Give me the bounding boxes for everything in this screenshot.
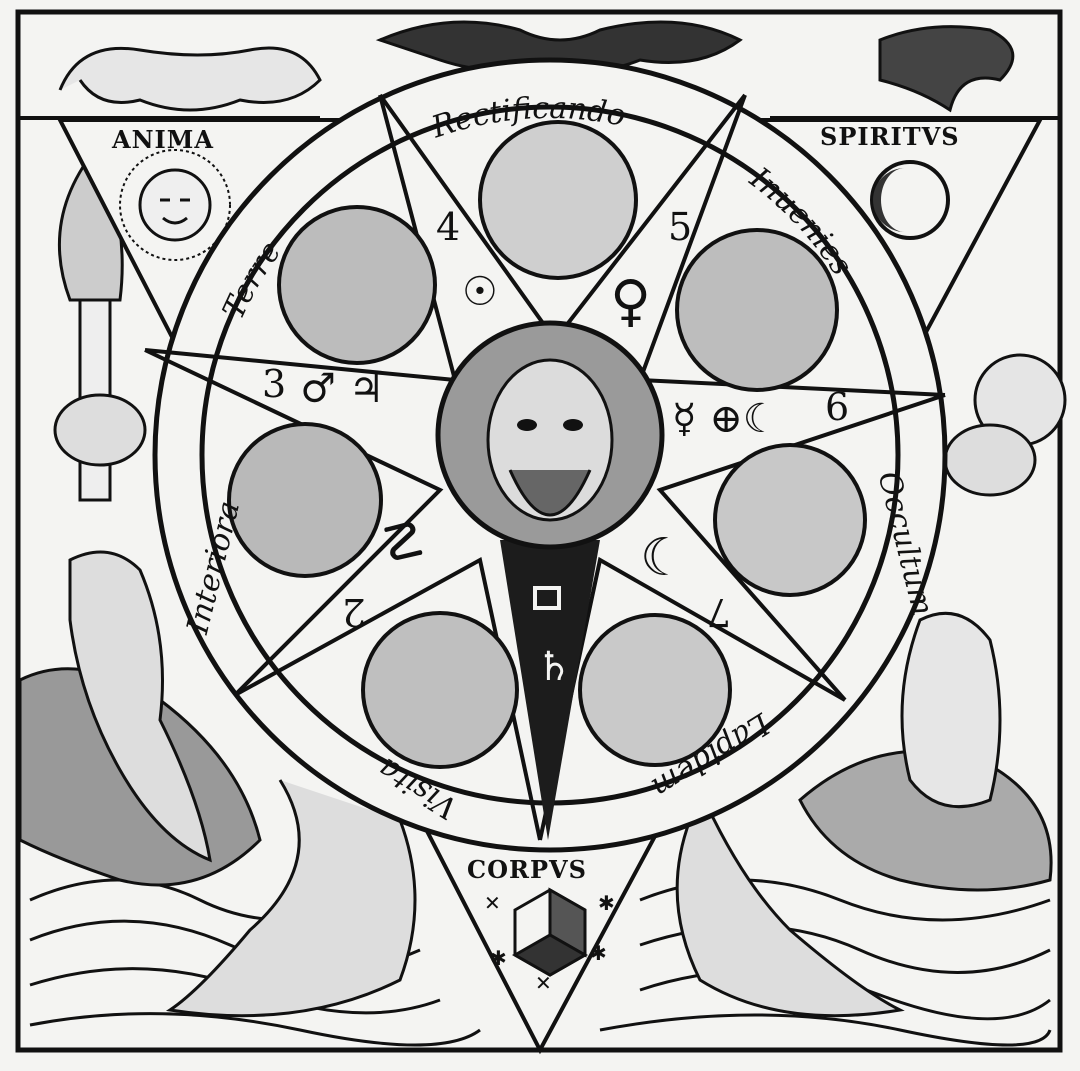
central-head: ♄	[435, 320, 665, 840]
number-4: 4	[436, 205, 460, 249]
sun-symbol-icon: ☉	[462, 269, 498, 315]
salamander	[58, 46, 322, 112]
moon-crescent-icon: ☾	[640, 528, 687, 588]
mercury-symbol-icon: ☿ ⊕☾	[672, 396, 779, 442]
queen-figure	[900, 611, 1002, 809]
torch-hand	[53, 393, 147, 467]
anima-label: ANIMA	[111, 125, 214, 154]
medallion-upper-left	[277, 205, 437, 365]
venus-symbol-icon: ♀	[610, 269, 651, 334]
number-3: 3	[262, 362, 286, 406]
spiritus-label: SPIRITVS	[820, 122, 960, 151]
medallion-right	[713, 443, 867, 597]
king-figure	[68, 550, 212, 863]
svg-text:✱: ✱	[490, 946, 507, 970]
mars-jupiter-icon: ♂ ♃	[300, 366, 384, 412]
bellows-hand	[943, 423, 1037, 497]
medallion-lower-left	[361, 611, 519, 769]
medallion-upper-right	[675, 228, 839, 392]
eagle-right	[878, 25, 1015, 113]
number-7: 7	[707, 590, 731, 634]
saturn-symbol-icon: ♄	[536, 644, 572, 690]
svg-text:✱: ✱	[598, 891, 615, 915]
medallions	[227, 120, 867, 769]
number-5: 5	[668, 205, 692, 249]
medallion-left	[227, 422, 383, 578]
number-2: 2	[342, 590, 366, 634]
stars: ✕ ✱ ✱ ✱ ✕	[484, 891, 615, 995]
background-scenery	[18, 20, 1067, 1047]
zigzag-sign-icon: ☡	[380, 513, 427, 573]
number-6: 6	[825, 385, 849, 429]
svg-text:✱: ✱	[590, 941, 607, 965]
square-symbol-icon	[533, 586, 561, 610]
corpus-label: CORPVS	[467, 855, 587, 884]
cube-icon	[511, 887, 589, 977]
medallion-lower-right	[578, 613, 732, 767]
svg-text:✕: ✕	[535, 971, 552, 995]
left-foot	[165, 779, 417, 1018]
head-cone	[500, 540, 600, 840]
crescent-moon-face-icon	[870, 160, 950, 240]
svg-text:✕: ✕	[484, 891, 501, 915]
right-foot	[675, 789, 905, 1018]
medallion-top	[478, 120, 638, 280]
sun-face-icon	[119, 149, 231, 261]
